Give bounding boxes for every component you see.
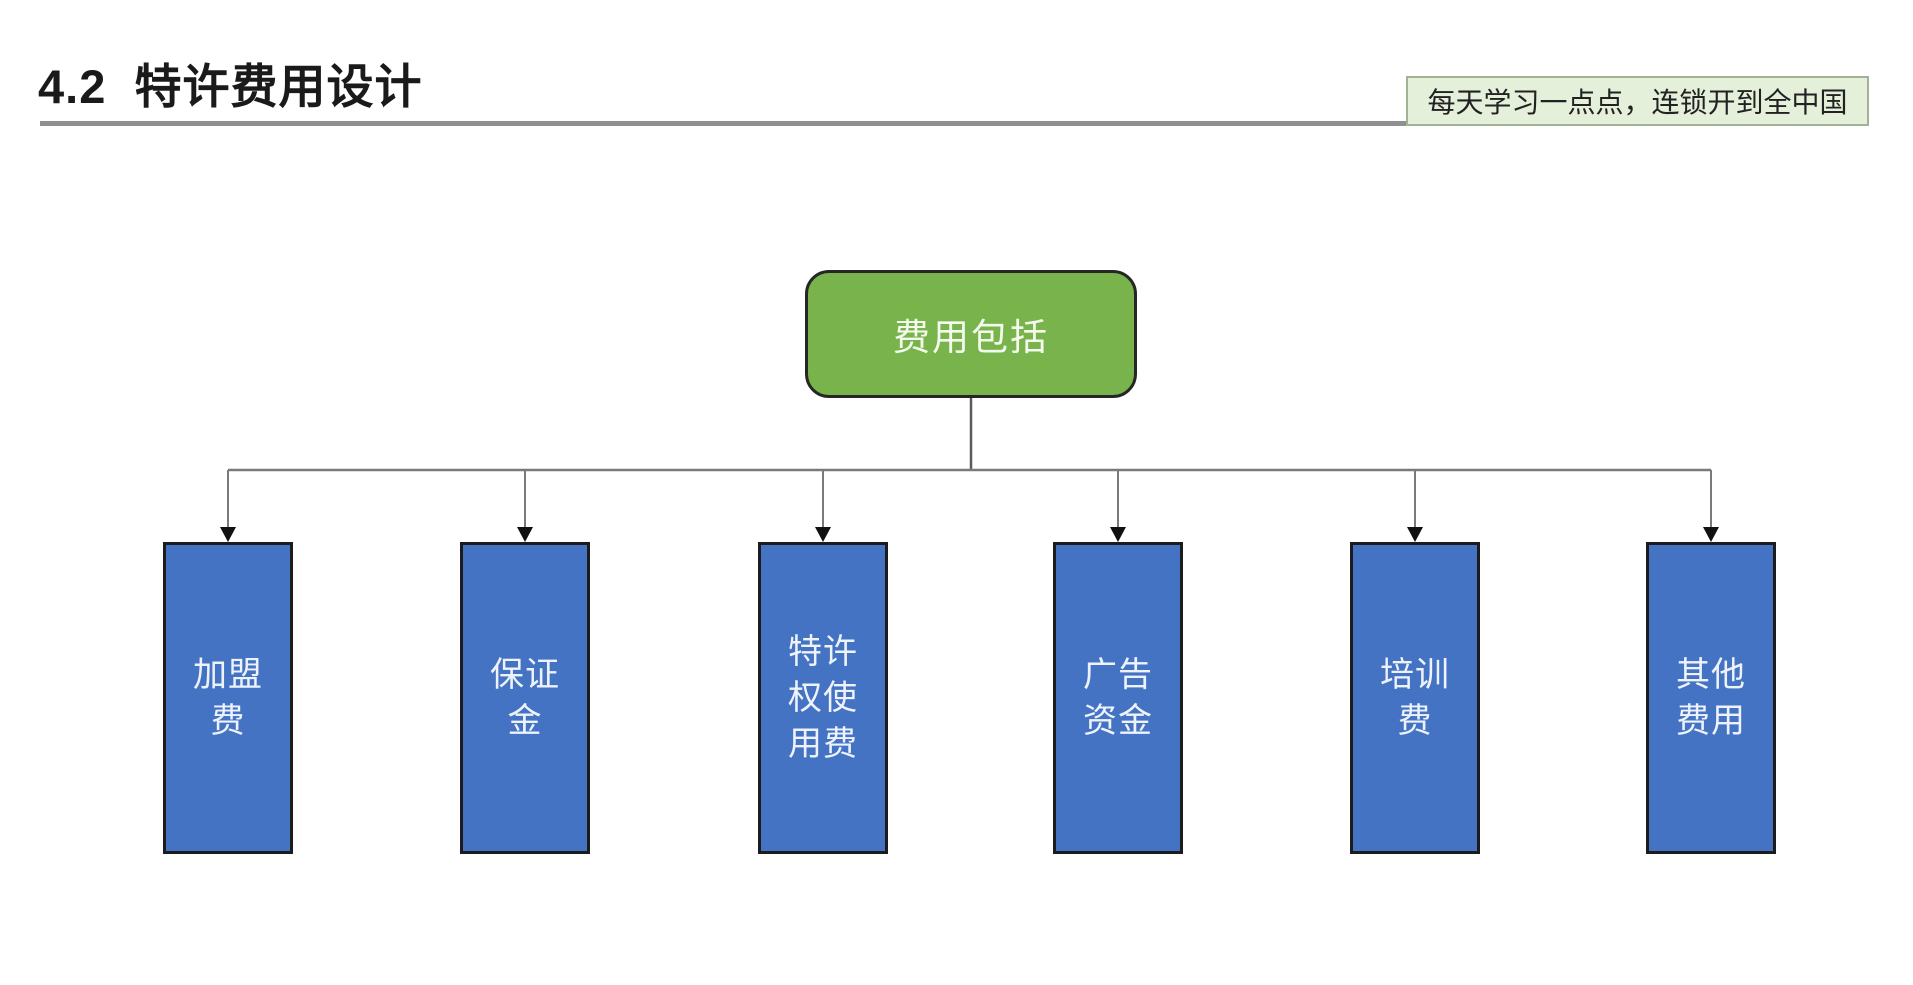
page-title: 4.2 特许费用设计 bbox=[38, 60, 423, 113]
arrowhead-icon bbox=[1703, 527, 1719, 542]
node-root-fees: 费用包括 bbox=[805, 270, 1137, 398]
slogan-badge: 每天学习一点点，连锁开到全中国 bbox=[1406, 76, 1869, 126]
connector-branch bbox=[1407, 470, 1423, 542]
node-deposit: 保证 金 bbox=[460, 542, 590, 854]
arrowhead-icon bbox=[517, 527, 533, 542]
node-franchise-fee: 加盟 费 bbox=[163, 542, 293, 854]
node-advertising-fund: 广告 资金 bbox=[1053, 542, 1183, 854]
connector-branch bbox=[1110, 470, 1126, 542]
header-rule bbox=[40, 121, 1866, 126]
node-other-fees: 其他 费用 bbox=[1646, 542, 1776, 854]
node-training-fee: 培训 费 bbox=[1350, 542, 1480, 854]
arrowhead-icon bbox=[1110, 527, 1126, 542]
node-royalty-fee: 特许 权使 用费 bbox=[758, 542, 888, 854]
arrowhead-icon bbox=[220, 527, 236, 542]
connector-branch bbox=[220, 470, 236, 542]
arrowhead-icon bbox=[815, 527, 831, 542]
connector-branch bbox=[517, 470, 533, 542]
arrowhead-icon bbox=[1407, 527, 1423, 542]
connector-branch bbox=[1703, 470, 1719, 542]
connector-branch bbox=[815, 470, 831, 542]
